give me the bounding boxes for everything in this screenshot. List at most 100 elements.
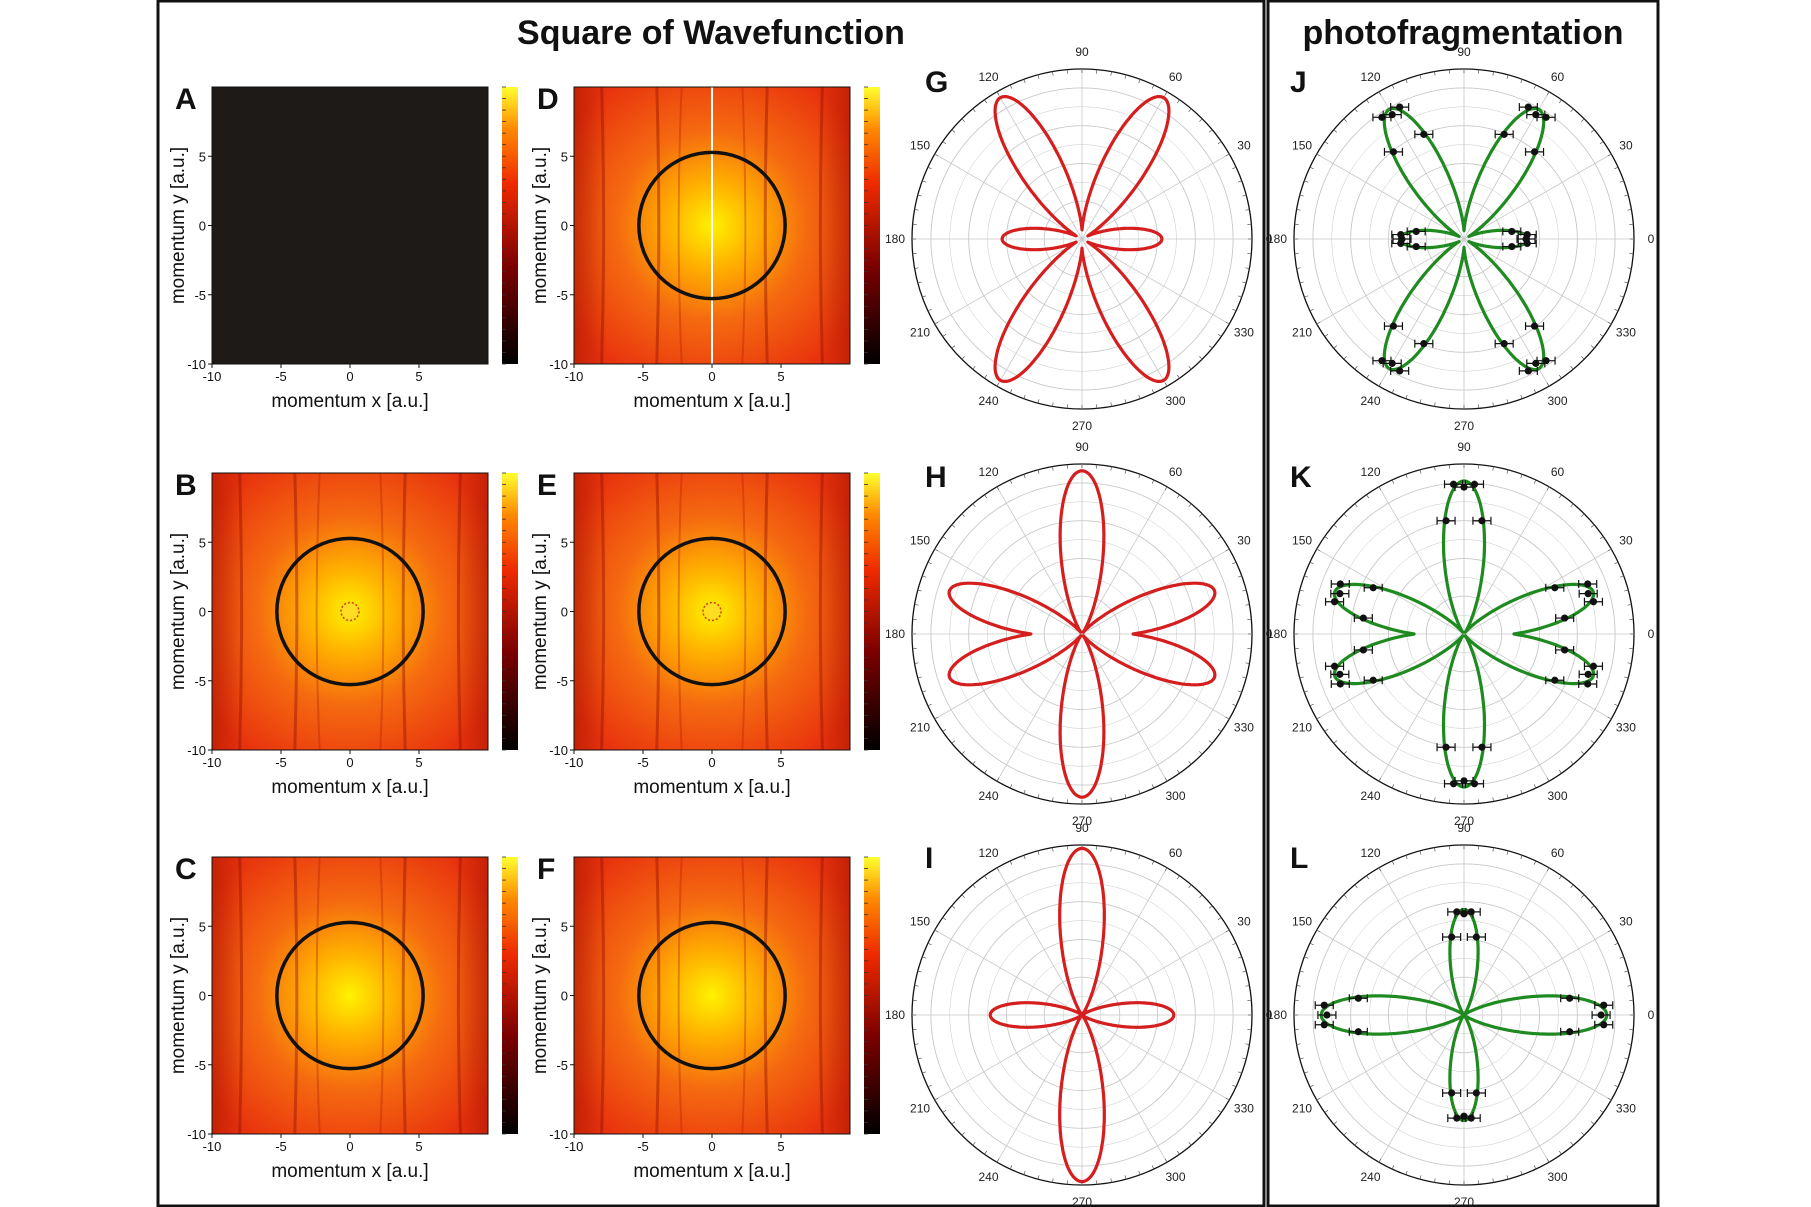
panel-label: A: [175, 83, 197, 116]
polar-tick: [972, 1141, 976, 1146]
heatmap-fringe: [763, 86, 769, 365]
polar-tick: [1138, 1170, 1141, 1175]
polar-spoke: [1081, 238, 1230, 325]
heatmap-fringe: [600, 472, 606, 751]
polar-tick: [1316, 716, 1321, 720]
polar-tick: [1434, 1178, 1436, 1183]
polar-tick: [1199, 1132, 1203, 1136]
polar-tick: [1188, 365, 1192, 370]
polar-tick: [996, 777, 1000, 782]
polar-tick: [1052, 402, 1054, 407]
polar-tick: [1492, 1178, 1494, 1183]
polar-tick: [934, 548, 939, 552]
data-point: [1354, 994, 1362, 1002]
polar-tick: [1627, 604, 1632, 606]
x-tick-label: 0: [346, 1139, 353, 1154]
polar-tick: [1124, 850, 1127, 855]
polar-tick: [1419, 469, 1422, 474]
polar-tick: [917, 970, 922, 973]
polar-tick: [1188, 108, 1192, 113]
data-point: [1472, 933, 1480, 941]
data-point: [1584, 670, 1592, 678]
polar-tick: [1570, 1141, 1574, 1146]
polar-tick: [1343, 118, 1347, 122]
polar-angle-label: 90: [1075, 440, 1089, 454]
polar-tick: [1570, 760, 1574, 765]
polar-tick: [1124, 74, 1127, 79]
heatmap-fringe: [655, 86, 661, 365]
polar-spoke: [1378, 1014, 1465, 1163]
polar-angle-label: 150: [910, 915, 930, 929]
polar-tick: [1199, 513, 1203, 517]
data-point: [1442, 743, 1450, 751]
polar-spoke: [1081, 867, 1168, 1016]
polar-angle-label: 330: [1616, 326, 1636, 340]
heatmap-fringe: [677, 856, 683, 1135]
polar-tick: [1225, 153, 1230, 157]
polar-curve: [993, 95, 1171, 383]
heatmap-ring: [637, 150, 787, 301]
polar-spoke: [1081, 1014, 1230, 1101]
polar-tick: [1037, 399, 1040, 404]
x-tick-label: 0: [708, 755, 715, 770]
polar-tick: [1304, 180, 1309, 183]
polar-tick: [1590, 345, 1595, 349]
polar-tick: [1296, 662, 1301, 664]
polar-tick: [1225, 716, 1230, 720]
polar-tick: [1124, 1175, 1127, 1180]
y-tick-label: 5: [199, 535, 206, 550]
polar-tick: [1309, 561, 1314, 565]
polar-angle-label: 30: [1237, 915, 1251, 929]
polar-angle-label: 270: [1072, 814, 1092, 828]
data-point: [1600, 1021, 1608, 1029]
panel-label: H: [925, 461, 947, 494]
polar-tick: [1619, 295, 1624, 298]
panel-label: C: [175, 853, 197, 886]
polar-tick: [1037, 850, 1040, 855]
polar-tick: [917, 281, 922, 284]
polar-angle-label: 240: [1360, 789, 1380, 803]
polar-tick: [1023, 474, 1026, 479]
polar-tick: [1419, 74, 1422, 79]
polar-tick: [1309, 308, 1314, 312]
x-tick-label: 5: [777, 1139, 784, 1154]
polar-tick: [1333, 1121, 1338, 1125]
heatmap-fringe: [238, 856, 244, 1135]
polar-tick: [1624, 676, 1629, 679]
polar-tick: [1405, 474, 1408, 479]
x-tick-label: 5: [415, 755, 422, 770]
polar-spoke: [1378, 486, 1465, 635]
polar-tick: [1164, 777, 1168, 782]
polar-tick: [1037, 1175, 1040, 1180]
polar-tick: [1316, 929, 1321, 933]
heatmap-fringe: [315, 856, 321, 1135]
polar-tick: [1208, 129, 1213, 133]
x-axis-label: momentum x [a.u.]: [633, 1161, 790, 1182]
polar-tick: [1627, 1043, 1632, 1045]
y-axis-label: momentum y [a.u.]: [530, 917, 551, 1074]
polar-tick: [1627, 662, 1632, 664]
polar-tick: [1590, 1121, 1595, 1125]
polar-tick: [1299, 1057, 1304, 1060]
polar-tick: [922, 1071, 927, 1074]
y-tick-label: 5: [561, 535, 568, 550]
polar-tick: [1492, 402, 1494, 407]
y-tick-label: -10: [187, 1127, 206, 1142]
y-axis-label: momentum y [a.u.]: [168, 917, 189, 1074]
polar-tick: [1199, 751, 1203, 755]
polar-angle-label: 300: [1165, 789, 1185, 803]
heatmap-fringe: [763, 856, 769, 1135]
polar-tick: [1624, 281, 1629, 284]
polar-tick: [1176, 875, 1180, 880]
polar-tick: [1607, 153, 1612, 157]
polar-tick: [1052, 797, 1054, 802]
panel-label: D: [537, 83, 559, 116]
polar-tick: [922, 690, 927, 693]
polar-spoke: [1463, 633, 1550, 782]
polar-tick: [1419, 399, 1422, 404]
data-point: [1330, 662, 1339, 670]
polar-tick: [1570, 884, 1574, 889]
